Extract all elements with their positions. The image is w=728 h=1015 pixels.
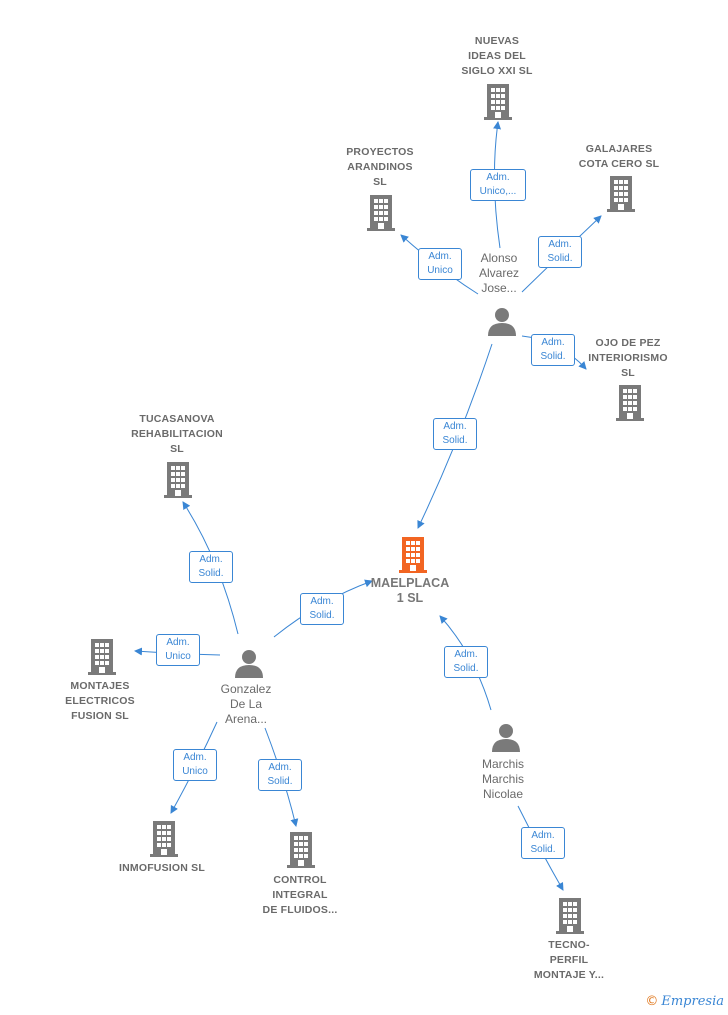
company-node-montajes[interactable] <box>88 639 116 675</box>
role-badge-alonso-proyectos[interactable]: Adm. Unico <box>418 248 462 280</box>
company-node-tucasanova[interactable] <box>164 462 192 498</box>
role-badge-gonzalez-montajes[interactable]: Adm. Unico <box>156 634 200 666</box>
brand-name: Empresia <box>661 994 724 1009</box>
empresia-logo[interactable]: ©Empresia <box>645 994 724 1009</box>
company-node-proyectos[interactable] <box>367 195 395 231</box>
building-icon <box>367 195 395 231</box>
person-icon <box>491 722 521 752</box>
company-label-control[interactable]: CONTROL INTEGRAL DE FLUIDOS... <box>262 874 338 916</box>
company-node-inmofusion[interactable] <box>150 821 178 857</box>
role-badge-alonso-nuevas[interactable]: Adm. Unico,... <box>470 169 526 201</box>
person-label-marchis[interactable]: Marchis Marchis Nicolae <box>481 757 524 801</box>
company-label-proyectos[interactable]: PROYECTOS ARANDINOS SL <box>346 146 414 188</box>
building-icon <box>287 832 315 868</box>
building-icon <box>616 385 644 421</box>
building-icon <box>88 639 116 675</box>
company-label-tecno[interactable]: TECNO- PERFIL MONTAJE Y... <box>533 939 605 981</box>
role-badge-marchis-tecno[interactable]: Adm. Solid. <box>521 827 565 859</box>
company-node-tecno[interactable] <box>556 898 584 934</box>
company-label-ojo[interactable]: OJO DE PEZ INTERIORISMO SL <box>588 337 668 379</box>
person-icon <box>234 648 264 678</box>
person-node-gonzalez[interactable] <box>234 648 264 678</box>
building-icon <box>607 176 635 212</box>
company-node-galajares[interactable] <box>607 176 635 212</box>
company-node-control[interactable] <box>287 832 315 868</box>
building-icon <box>150 821 178 857</box>
company-node-ojo[interactable] <box>616 385 644 421</box>
company-label-galajares[interactable]: GALAJARES COTA CERO SL <box>578 143 660 170</box>
main-company-label[interactable]: MAELPLACA 1 SL <box>370 576 450 605</box>
building-icon <box>164 462 192 498</box>
role-badge-gonzalez-main[interactable]: Adm. Solid. <box>300 593 344 625</box>
person-node-alonso[interactable] <box>487 306 517 336</box>
building-icon <box>398 537 428 573</box>
company-label-inmofusion[interactable]: INMOFUSION SL <box>118 862 205 874</box>
company-label-tucasanova[interactable]: TUCASANOVA REHABILITACION SL <box>131 413 223 455</box>
role-badge-marchis-main[interactable]: Adm. Solid. <box>444 646 488 678</box>
company-label-nuevas[interactable]: NUEVAS IDEAS DEL SIGLO XXI SL <box>461 35 533 77</box>
copyright-symbol: © <box>645 994 659 1009</box>
role-badge-gonzalez-control[interactable]: Adm. Solid. <box>258 759 302 791</box>
role-badge-gonzalez-inmofusion[interactable]: Adm. Unico <box>173 749 217 781</box>
company-label-montajes[interactable]: MONTAJES ELECTRICOS FUSION SL <box>65 680 135 722</box>
person-label-gonzalez[interactable]: Gonzalez De La Arena... <box>220 682 272 726</box>
company-node-nuevas[interactable] <box>484 84 512 120</box>
person-label-alonso[interactable]: Alonso Alvarez Jose... <box>478 251 519 295</box>
person-icon <box>487 306 517 336</box>
role-badge-alonso-main[interactable]: Adm. Solid. <box>433 418 477 450</box>
building-icon <box>484 84 512 120</box>
role-badge-alonso-ojo[interactable]: Adm. Solid. <box>531 334 575 366</box>
role-badge-alonso-galajares[interactable]: Adm. Solid. <box>538 236 582 268</box>
role-badge-gonzalez-tucasanova[interactable]: Adm. Solid. <box>189 551 233 583</box>
person-node-marchis[interactable] <box>491 722 521 752</box>
main-company-node[interactable] <box>398 537 428 573</box>
building-icon <box>556 898 584 934</box>
